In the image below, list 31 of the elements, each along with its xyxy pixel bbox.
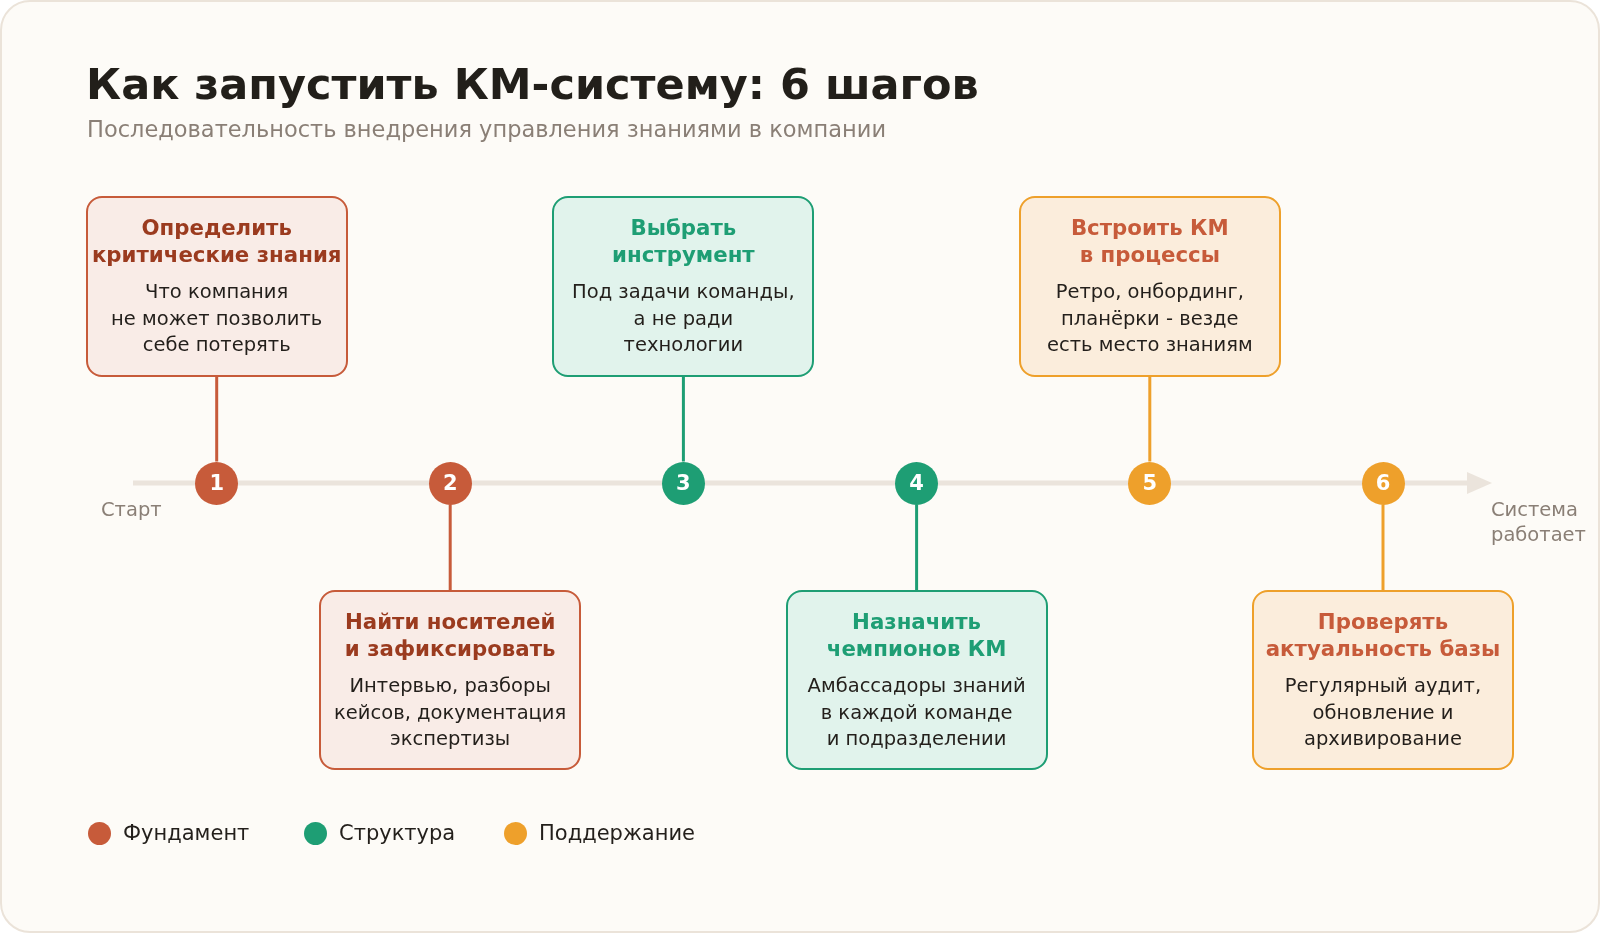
step-title: Встроить КМ в процессы (1070, 215, 1229, 268)
step-description: Под задачи команды, а не ради технологии (572, 279, 795, 358)
legend-label: Структура (339, 821, 456, 845)
connector-line (1381, 504, 1385, 590)
diagram-title: Как запустить КМ-систему: 6 шагов (86, 58, 979, 110)
step-card (1018, 196, 1281, 377)
step-card (552, 196, 815, 377)
step-description: Что компания не может позволить себе потерять (111, 279, 323, 358)
step-description: Регулярный аудит, обновление и архивирование (1284, 673, 1482, 752)
step-card (1252, 590, 1514, 770)
step-description: Интервью, разборы кейсов, документация экспертизы (334, 673, 567, 752)
step-card (785, 590, 1048, 770)
connector-line (1148, 377, 1152, 462)
legend-label: Фундамент (123, 821, 250, 845)
step-description: Ретро, онбординг, планёрки - везде есть место знаниям (1047, 279, 1253, 358)
subtitle: Последовательность внедрения управления знаниями в компании (87, 116, 886, 143)
step-card (85, 196, 348, 377)
step-card (319, 590, 582, 770)
legend-label: Поддержание (539, 821, 695, 845)
connector-line (215, 377, 219, 462)
step-title: Выбрать инструмент (612, 215, 755, 268)
step-title: Назначить чемпионов КМ (826, 609, 1007, 662)
start-label: Старт (101, 498, 162, 522)
end-label: Система работает (1491, 498, 1587, 547)
connector-line (448, 504, 452, 590)
step-title: Определить критические знания (91, 215, 342, 268)
step-title: Проверять актуальность базы (1265, 609, 1501, 662)
connector-line (915, 504, 919, 590)
step-title: Найти носителей и зафиксировать (344, 609, 556, 662)
step-description: Амбассадоры знаний в каждой команде и подразделении (807, 673, 1026, 752)
connector-line (681, 377, 685, 462)
